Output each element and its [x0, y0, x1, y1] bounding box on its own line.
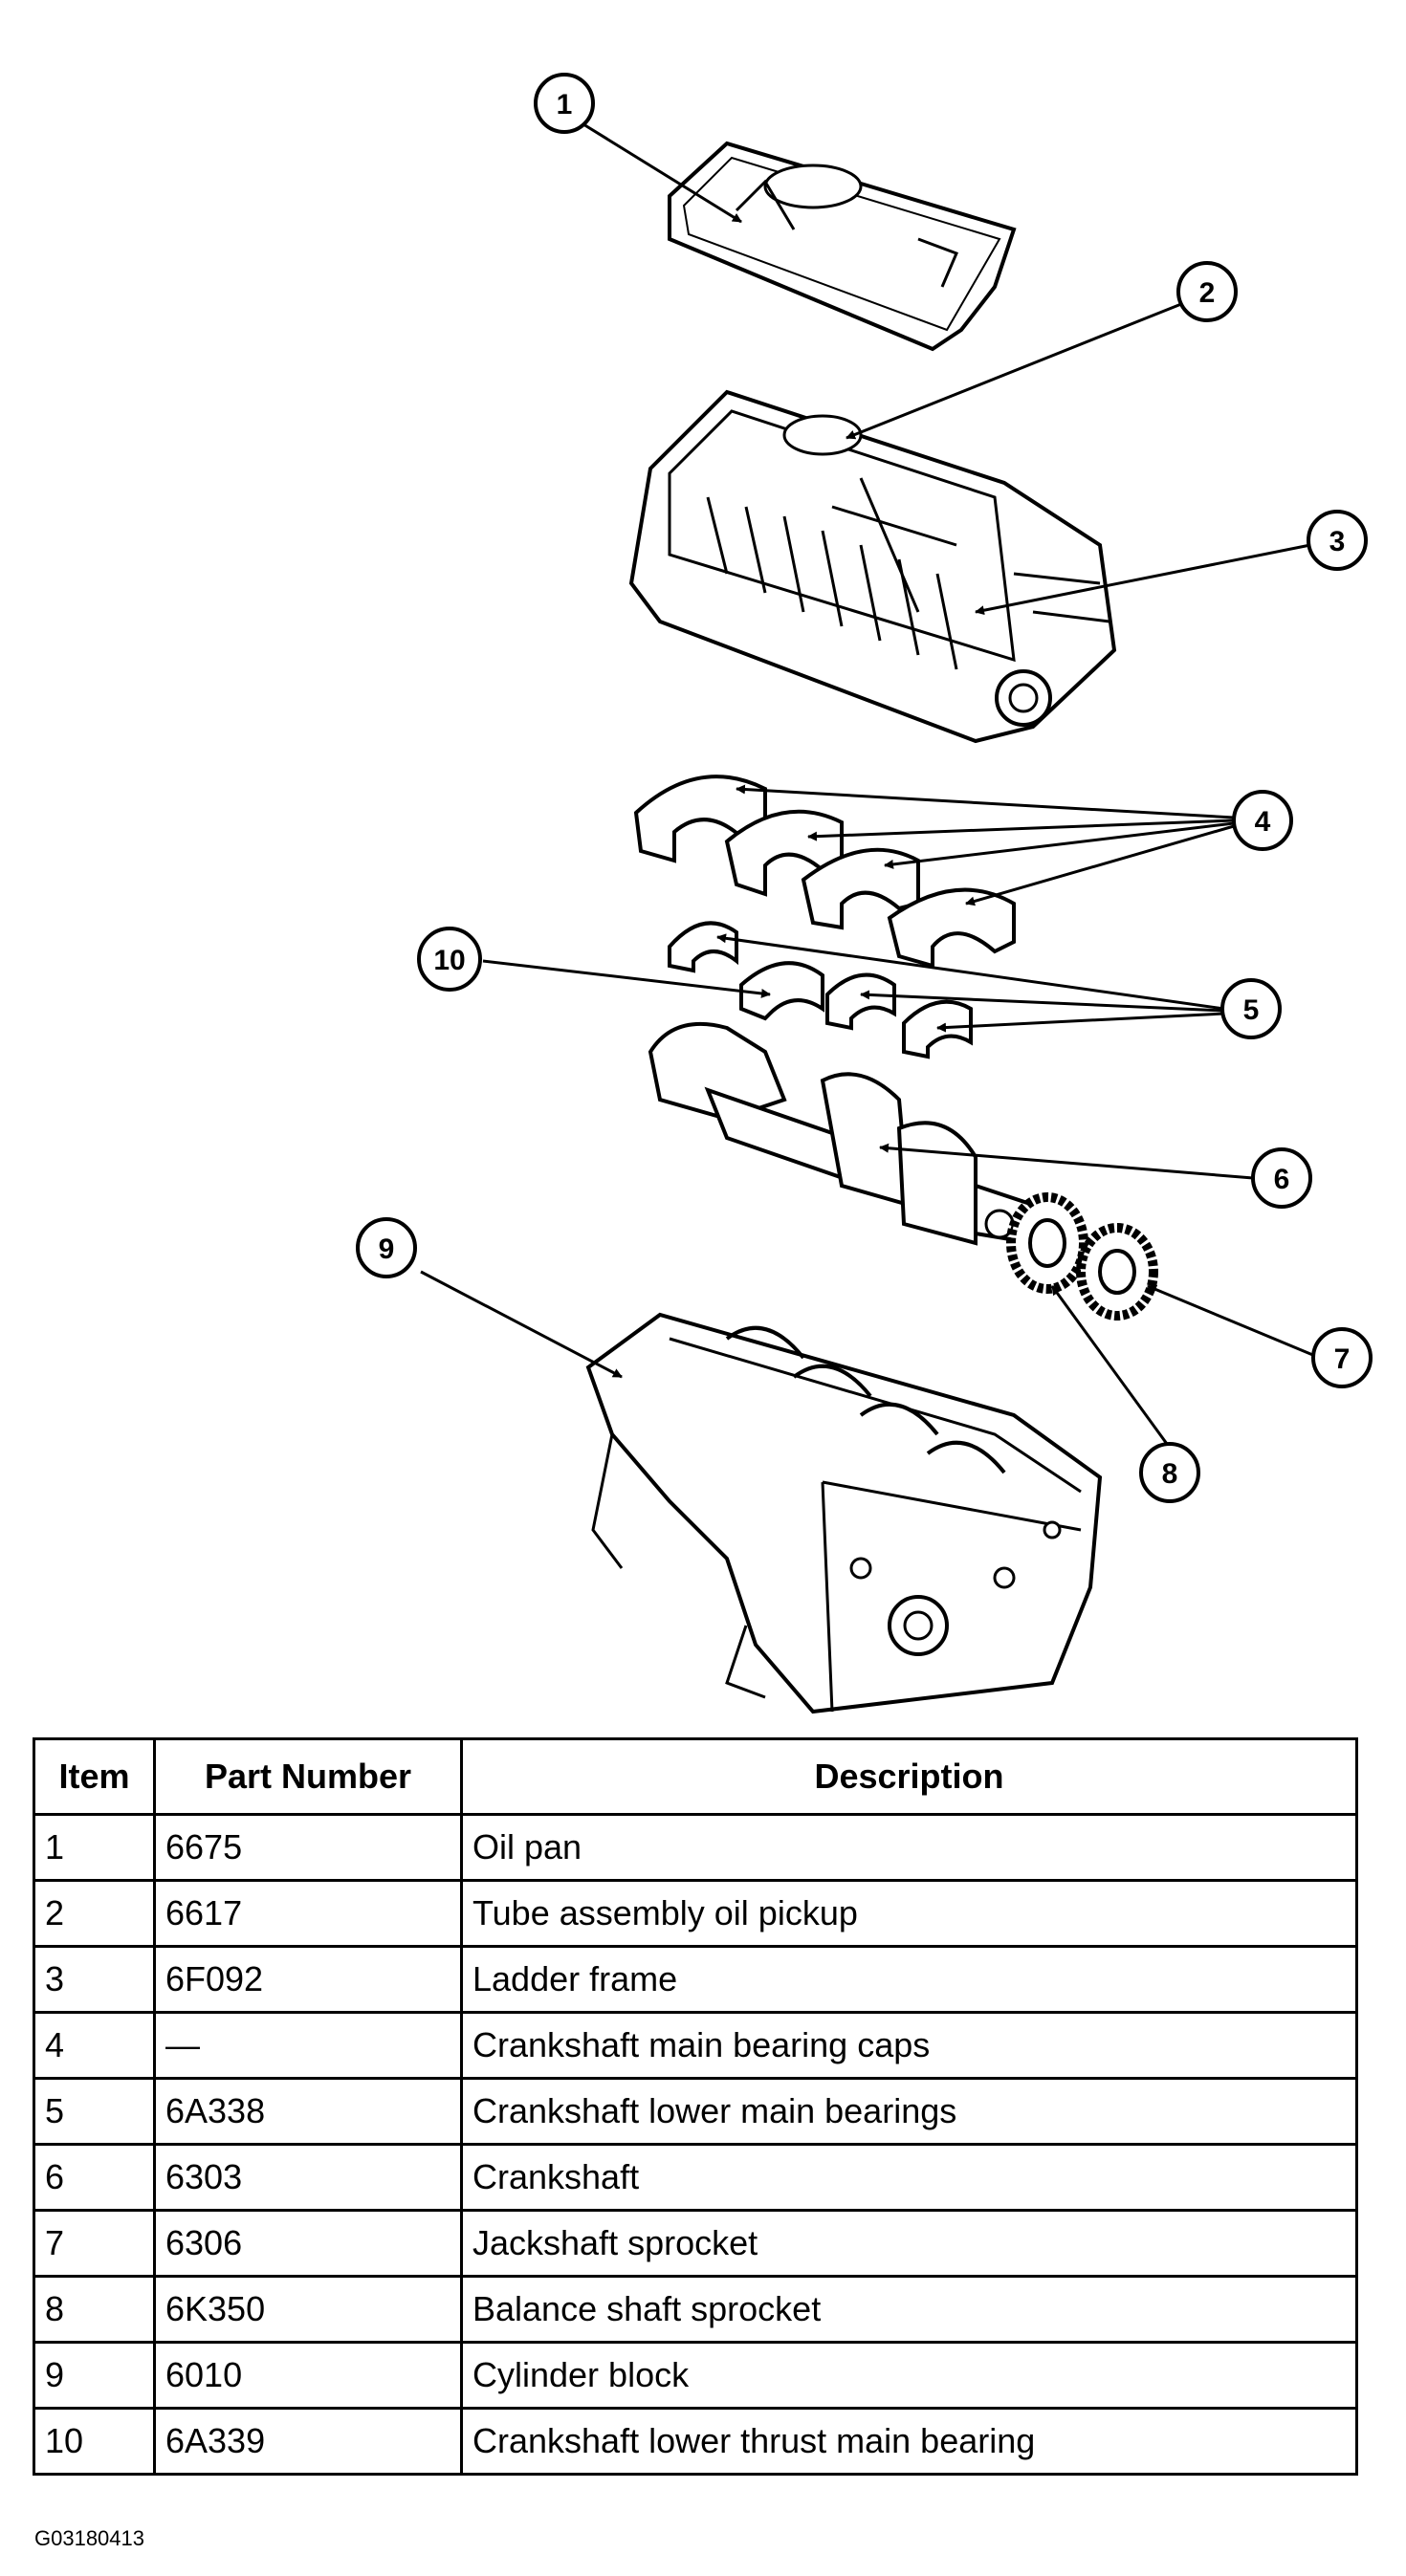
cell-item: 8	[33, 2275, 156, 2344]
cell-part-number: 6A339	[153, 2407, 463, 2476]
cell-item: 9	[33, 2341, 156, 2410]
leader-lines	[420, 122, 1316, 1445]
cell-item: 4	[33, 2011, 156, 2080]
leader-5a	[716, 933, 1225, 1011]
callout-8-number: 8	[1162, 1458, 1178, 1490]
cell-part-number: 6K350	[153, 2275, 463, 2344]
cell-item: 10	[33, 2407, 156, 2476]
cell-description: Cylinder block	[460, 2341, 1358, 2410]
callout-6: 6	[1251, 1147, 1312, 1209]
callout-2: 2	[1176, 261, 1238, 322]
callout-1-number: 1	[557, 89, 573, 120]
cell-item: 2	[33, 1879, 156, 1948]
cell-part-number: 6675	[153, 1813, 463, 1882]
cell-item: 6	[33, 2143, 156, 2212]
cell-description: Oil pan	[460, 1813, 1358, 1882]
callout-10-number: 10	[433, 945, 465, 976]
callout-5-number: 5	[1243, 994, 1260, 1026]
leader-4a	[736, 784, 1235, 819]
callout-7-number: 7	[1334, 1343, 1351, 1375]
leader-5b	[860, 990, 1225, 1013]
cell-item: 3	[33, 1945, 156, 2014]
callout-9-number: 9	[379, 1233, 395, 1265]
cell-description: Crankshaft lower thrust main bearing	[460, 2407, 1358, 2476]
leader-1	[582, 122, 742, 224]
cell-description: Tube assembly oil pickup	[460, 1879, 1358, 1948]
cylinder-block-drawing	[585, 1312, 1103, 1714]
cell-description: Jackshaft sprocket	[460, 2209, 1358, 2278]
leader-5c	[936, 1012, 1225, 1033]
cell-item: 5	[33, 2077, 156, 2146]
cell-part-number: —	[153, 2011, 463, 2080]
leader-3	[975, 543, 1311, 616]
cell-part-number: 6306	[153, 2209, 463, 2278]
cell-part-number: 6303	[153, 2143, 463, 2212]
leader-4b	[807, 819, 1235, 841]
header-part-number: Part Number	[153, 1737, 463, 1816]
callout-9: 9	[356, 1217, 417, 1278]
balance-shaft-sprocket-drawing	[1006, 1192, 1088, 1294]
cell-item: 7	[33, 2209, 156, 2278]
callout-8: 8	[1139, 1442, 1200, 1503]
callout-4: 4	[1232, 790, 1293, 851]
leader-10	[482, 959, 771, 998]
callout-2-number: 2	[1199, 277, 1216, 309]
crankshaft-drawing	[648, 1021, 1035, 1246]
leader-4d	[965, 824, 1235, 906]
table-header-row: Item Part Number Description	[33, 1737, 1358, 1816]
leader-7	[1147, 1284, 1316, 1358]
header-item: Item	[33, 1737, 156, 1816]
callout-4-number: 4	[1255, 806, 1271, 838]
callout-7: 7	[1311, 1327, 1373, 1388]
callout-10: 10	[417, 927, 482, 992]
leader-4c	[884, 821, 1235, 869]
leader-9	[420, 1270, 623, 1379]
cell-description: Crankshaft lower main bearings	[460, 2077, 1358, 2146]
callout-5: 5	[1220, 978, 1282, 1039]
cell-description: Ladder frame	[460, 1945, 1358, 2014]
leader-6	[879, 1143, 1254, 1180]
callout-3: 3	[1307, 510, 1368, 571]
figure-code: G03180413	[34, 2526, 144, 2550]
leader-2	[846, 302, 1182, 440]
cell-description: Crankshaft main bearing caps	[460, 2011, 1358, 2080]
exploded-parts-diagram: 1 2 3 4 5 6 7 8 9 10	[356, 73, 1373, 1714]
cell-description: Balance shaft sprocket	[460, 2275, 1358, 2344]
cell-description: Crankshaft	[460, 2143, 1358, 2212]
ladder-frame-drawing	[628, 389, 1117, 744]
header-description: Description	[460, 1737, 1358, 1816]
callout-1: 1	[534, 73, 595, 134]
cell-part-number: 6A338	[153, 2077, 463, 2146]
cell-part-number: 6617	[153, 1879, 463, 1948]
cell-part-number: 6F092	[153, 1945, 463, 2014]
jackshaft-sprocket-drawing	[1076, 1223, 1158, 1321]
cell-part-number: 6010	[153, 2341, 463, 2410]
cell-item: 1	[33, 1813, 156, 1882]
table-row: 4—Crankshaft main bearing caps	[33, 2011, 1358, 2080]
leader-8	[1050, 1285, 1169, 1445]
callout-6-number: 6	[1274, 1164, 1290, 1195]
oil-pan-drawing	[668, 141, 1017, 352]
callout-3-number: 3	[1329, 526, 1346, 557]
